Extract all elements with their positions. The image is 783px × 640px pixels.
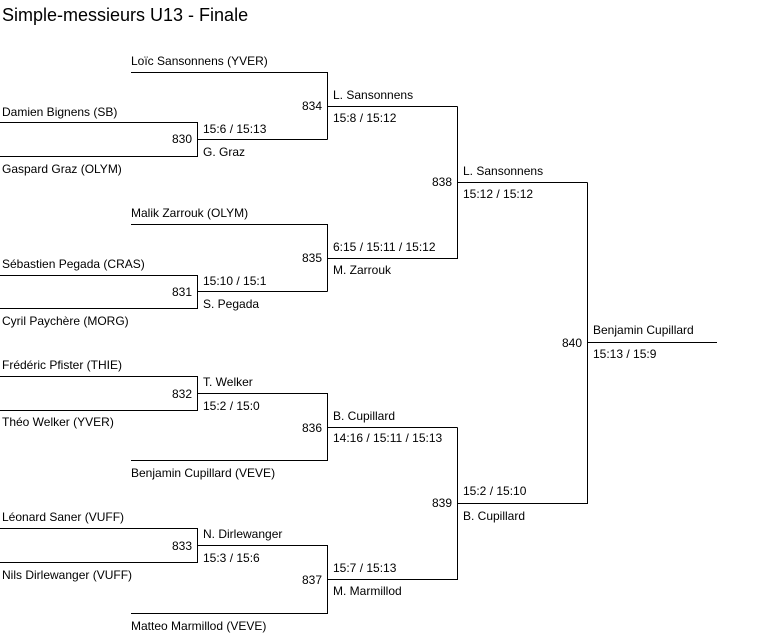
- match-winner: M. Marmillod: [333, 584, 402, 598]
- match-winner: L. Sansonnens: [333, 88, 414, 102]
- match-number: 832: [171, 387, 192, 401]
- page-title: Simple-messieurs U13 - Finale: [2, 5, 249, 25]
- match-winner: B. Cupillard: [333, 409, 396, 423]
- match-number: 835: [301, 251, 322, 265]
- player-name: Gaspard Graz (OLYM): [2, 162, 122, 176]
- player-name: Frédéric Pfister (THIE): [2, 358, 123, 372]
- match-number: 830: [171, 132, 192, 146]
- player-name: Loïc Sansonnens (YVER): [131, 54, 268, 68]
- final-winner: Benjamin Cupillard: [593, 323, 694, 337]
- match-number: 840: [561, 336, 582, 350]
- player-name: Benjamin Cupillard (VEVE): [131, 466, 276, 480]
- bracket-line: [0, 182, 717, 614]
- match-winner: S. Pegada: [203, 297, 260, 311]
- match-number: 831: [171, 285, 192, 299]
- match-score: 15:2 / 15:10: [463, 484, 527, 498]
- match-score: 15:10 / 15:1: [203, 274, 267, 288]
- match-score: 15:12 / 15:12: [463, 187, 534, 201]
- player-name: Damien Bignens (SB): [2, 105, 118, 119]
- match-winner: T. Welker: [203, 375, 253, 389]
- player-name: Théo Welker (YVER): [2, 415, 114, 429]
- match-score: 15:13 / 15:9: [593, 347, 657, 361]
- bracket-line: [0, 376, 458, 461]
- match-number: 834: [301, 99, 322, 113]
- match-winner: G. Graz: [203, 145, 246, 159]
- bracket-line: [0, 106, 588, 309]
- match-number: 838: [431, 175, 452, 189]
- match-number: 839: [431, 496, 452, 510]
- player-name: Matteo Marmillod (VEVE): [131, 619, 267, 633]
- match-winner: N. Dirlewanger: [203, 527, 283, 541]
- match-score: 15:6 / 15:13: [203, 122, 267, 136]
- match-number: 836: [301, 421, 322, 435]
- match-winner: L. Sansonnens: [463, 164, 544, 178]
- player-name: Sébastien Pegada (CRAS): [2, 257, 145, 271]
- match-score: 6:15 / 15:11 / 15:12: [333, 240, 436, 254]
- match-number: 833: [171, 539, 192, 553]
- match-number: 837: [301, 573, 322, 587]
- player-name: Nils Dirlewanger (VUFF): [2, 568, 133, 582]
- player-name: Cyril Paychère (MORG): [2, 314, 129, 328]
- match-score: 15:3 / 15:6: [203, 551, 260, 565]
- match-score: 15:8 / 15:12: [333, 111, 397, 125]
- match-score: 15:2 / 15:0: [203, 399, 260, 413]
- match-score: 15:7 / 15:13: [333, 561, 397, 575]
- player-name: Malik Zarrouk (OLYM): [131, 206, 249, 220]
- match-winner: M. Zarrouk: [333, 263, 392, 277]
- match-winner: B. Cupillard: [463, 509, 526, 523]
- bracket-line: [0, 72, 458, 157]
- player-name: Léonard Saner (VUFF): [2, 510, 125, 524]
- match-score: 14:16 / 15:11 / 15:13: [333, 431, 443, 445]
